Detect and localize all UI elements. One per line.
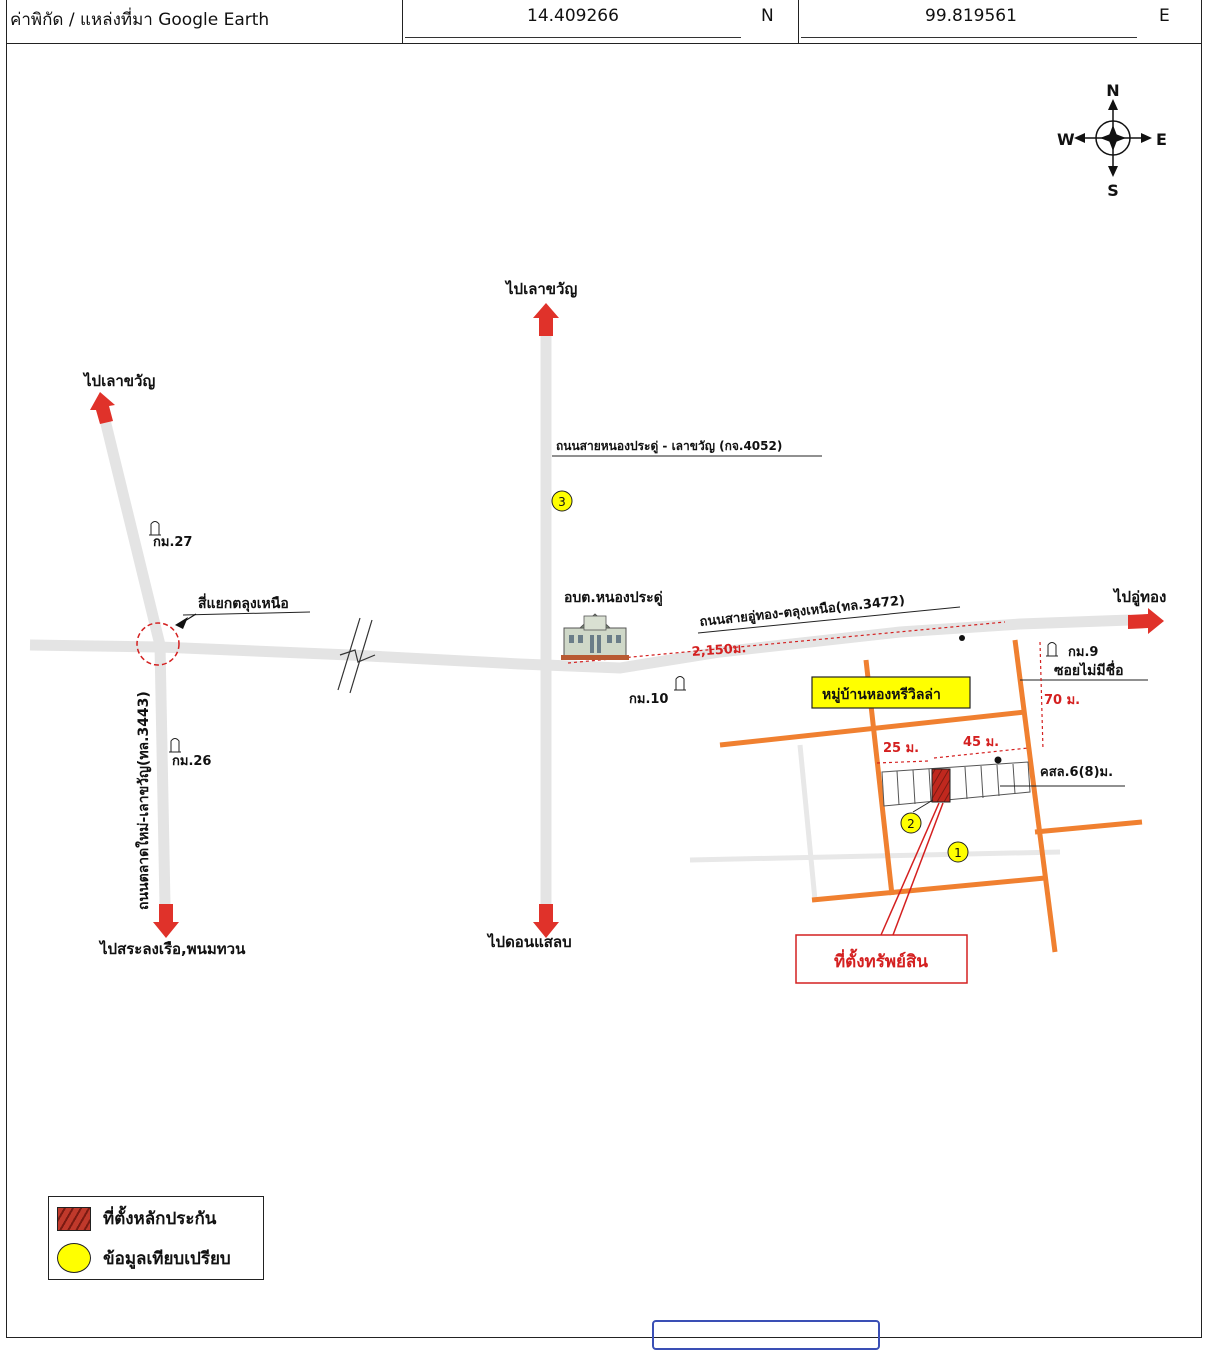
distance-lines bbox=[567, 621, 1044, 764]
marker-2-number: 2 bbox=[907, 817, 915, 831]
arrow-east bbox=[1128, 608, 1164, 634]
coordinate-label-cell: ค่าพิกัด / แหล่งที่มา Google Earth bbox=[6, 0, 403, 44]
label-soi: ซอยไม่มีชื่อ bbox=[1054, 660, 1124, 679]
compass-icon bbox=[1074, 99, 1152, 177]
road-dot bbox=[959, 635, 965, 641]
coordinate-header: ค่าพิกัด / แหล่งที่มา Google Earth 14.40… bbox=[6, 0, 1202, 44]
road-break-mark bbox=[337, 617, 376, 694]
comparison-markers bbox=[551, 490, 969, 863]
label-tambon-office: อบต.หนองประดู่ bbox=[564, 590, 663, 606]
label-village: หมู่บ้านหองหรีวิลล่า bbox=[822, 687, 941, 703]
label-distance-45: 45 ม. bbox=[963, 735, 999, 750]
longitude-cell: 99.819561 E bbox=[799, 0, 1202, 44]
compass-west-label: W bbox=[1057, 130, 1075, 149]
legend-collateral-label: ที่ตั้งหลักประกัน bbox=[103, 1209, 217, 1229]
label-to-laokhwan-left: ไปเลาขวัญ bbox=[82, 371, 155, 390]
legend-comparison-label: ข้อมูลเทียบเปรียบ bbox=[103, 1248, 231, 1269]
km-post-icons bbox=[149, 521, 1058, 753]
label-distance-70: 70 ม. bbox=[1044, 693, 1080, 708]
compass-north-label: N bbox=[1106, 81, 1119, 100]
land-plots bbox=[881, 761, 1031, 807]
label-distance-2150: 2,150ม. bbox=[691, 641, 747, 660]
road-3472-underline bbox=[697, 606, 961, 634]
arrow-north-left bbox=[90, 392, 115, 424]
arrow-north-center bbox=[533, 303, 559, 336]
collateral-swatch-icon bbox=[57, 1206, 91, 1231]
longitude-underline bbox=[801, 37, 1137, 38]
label-distance-25: 25 ม. bbox=[883, 741, 919, 756]
km-post-icon bbox=[169, 738, 181, 753]
label-km9: กม.9 bbox=[1068, 645, 1098, 660]
property-plot bbox=[931, 768, 951, 803]
marker-1-number: 1 bbox=[954, 846, 962, 860]
culvert-dot bbox=[994, 756, 1002, 764]
direction-arrows bbox=[90, 303, 1164, 938]
km-post-icon bbox=[674, 676, 686, 691]
km-post-icon bbox=[149, 521, 161, 536]
label-road-3443: ถนนตลาดใหม่-เลาขวัญ(ทล.3443) bbox=[134, 691, 152, 910]
label-road-4052: ถนนสายหนองประดู่ - เลาขวัญ (กจ.4052) bbox=[556, 439, 782, 454]
label-to-laokhwan-center: ไปเลาขวัญ bbox=[504, 279, 577, 298]
label-property: ที่ตั้งทรัพย์สิน bbox=[834, 948, 928, 972]
minor-road-2 bbox=[689, 849, 1061, 863]
arrow-south-left bbox=[153, 904, 179, 938]
label-km26: กม.26 bbox=[172, 754, 211, 769]
minor-road-1 bbox=[797, 744, 818, 901]
latitude-cell: 14.409266 N bbox=[403, 0, 799, 44]
label-to-saraloengruea: ไปสระลงเรือ,พนมทวน bbox=[98, 939, 246, 958]
roads bbox=[29, 335, 1131, 906]
tambon-office-building-icon bbox=[561, 613, 629, 660]
property-label-box bbox=[795, 934, 968, 984]
legend-row-comparison: ข้อมูลเทียบเปรียบ bbox=[57, 1243, 231, 1273]
latitude-underline bbox=[405, 37, 741, 38]
compass-south-label: S bbox=[1107, 181, 1119, 200]
label-road-3472: ถนนสายอู่ทอง-ตลุงเหนือ(ทล.3472) bbox=[699, 592, 906, 629]
latitude-unit: N bbox=[761, 6, 774, 26]
comparison-swatch-icon bbox=[57, 1243, 91, 1273]
road-3443-north bbox=[99, 418, 166, 647]
comparison-marker-2 bbox=[900, 812, 922, 834]
junction-underline bbox=[182, 611, 311, 616]
label-culvert: คสล.6(8)ม. bbox=[1040, 765, 1113, 780]
km-post-icon bbox=[1046, 642, 1058, 657]
coordinate-source-label: ค่าพิกัด / แหล่งที่มา Google Earth bbox=[10, 10, 270, 30]
road-3443-south bbox=[154, 644, 171, 906]
map-legend: ที่ตั้งหลักประกัน ข้อมูลเทียบเปรียบ bbox=[48, 1196, 264, 1280]
label-km10: กม.10 bbox=[629, 692, 668, 707]
longitude-value: 99.819561 bbox=[925, 6, 1017, 26]
label-km27: กม.27 bbox=[153, 535, 192, 550]
label-to-uthong: ไปอู่ทอง bbox=[1112, 587, 1166, 607]
property-pointer bbox=[880, 802, 944, 936]
legend-row-collateral: ที่ตั้งหลักประกัน bbox=[57, 1205, 216, 1232]
comparison-marker-3 bbox=[551, 490, 573, 512]
label-junction: สี่แยกตลุงเหนือ bbox=[198, 593, 289, 612]
compass-east-label: E bbox=[1156, 130, 1167, 149]
stamp-edge bbox=[652, 1320, 880, 1350]
road-3472-horizontal bbox=[29, 614, 1131, 674]
longitude-unit: E bbox=[1159, 6, 1170, 26]
comparison-marker-1 bbox=[947, 841, 969, 863]
label-to-donsalab: ไปดอนแสลบ bbox=[486, 932, 572, 951]
map-frame bbox=[6, 0, 1202, 1338]
latitude-value: 14.409266 bbox=[527, 6, 619, 26]
arrow-south-center bbox=[533, 904, 559, 938]
marker-3-number: 3 bbox=[558, 495, 566, 509]
village-roads bbox=[719, 639, 1143, 953]
junction-circle bbox=[136, 622, 180, 666]
village-label-box bbox=[811, 676, 971, 709]
